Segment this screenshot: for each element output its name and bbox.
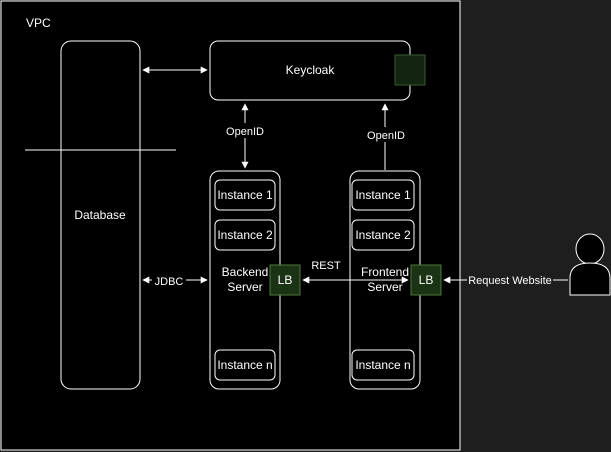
backend-instance-n-label: Instance n xyxy=(217,358,272,372)
backend-instance-n xyxy=(214,349,276,381)
keycloak-label: Keycloak xyxy=(286,63,336,77)
backend-label-line1: Backend xyxy=(222,265,269,279)
backend-instance-2 xyxy=(214,219,276,251)
frontend-lb-label: LB xyxy=(419,273,434,287)
openid-backend-label-bg xyxy=(224,123,266,138)
backend-server-node: Instance 1 Instance 2 Instance n Backend… xyxy=(209,170,301,390)
frontend-instance-1-label: Instance 1 xyxy=(355,188,411,202)
request-website-label-bg xyxy=(467,273,553,288)
backend-lb-label: LB xyxy=(278,273,293,287)
frontend-instance-2-label: Instance 2 xyxy=(355,228,411,242)
backend-instance-2-label: Instance 2 xyxy=(217,228,273,242)
frontend-label-line1: Frontend xyxy=(361,265,409,279)
vpc-label: VPC xyxy=(26,16,51,30)
request-website-label: Request Website xyxy=(468,275,552,287)
keycloak-node: Keycloak xyxy=(209,40,426,101)
frontend-instance-2 xyxy=(351,219,415,251)
frontend-label-line2: Server xyxy=(367,280,402,294)
backend-instance-1-label: Instance 1 xyxy=(217,188,273,202)
keycloak-badge xyxy=(394,54,426,86)
backend-label-line2: Server xyxy=(227,280,262,294)
database-label: Database xyxy=(74,208,126,222)
database-node: Database xyxy=(60,40,141,390)
frontend-instance-n-label: Instance n xyxy=(355,358,410,372)
jdbc-label-bg xyxy=(152,273,186,288)
frontend-instance-n xyxy=(351,349,415,381)
openid-backend-label: OpenID xyxy=(226,126,264,138)
backend-load-balancer xyxy=(269,264,301,296)
rest-label: REST xyxy=(311,260,341,272)
backend-instance-1 xyxy=(214,179,276,211)
jdbc-label: JDBC xyxy=(155,276,184,288)
openid-frontend-label-bg xyxy=(364,127,406,142)
frontend-instance-1 xyxy=(351,179,415,211)
user-icon xyxy=(569,233,611,296)
openid-frontend-label: OpenID xyxy=(367,130,405,142)
frontend-load-balancer xyxy=(410,264,442,296)
